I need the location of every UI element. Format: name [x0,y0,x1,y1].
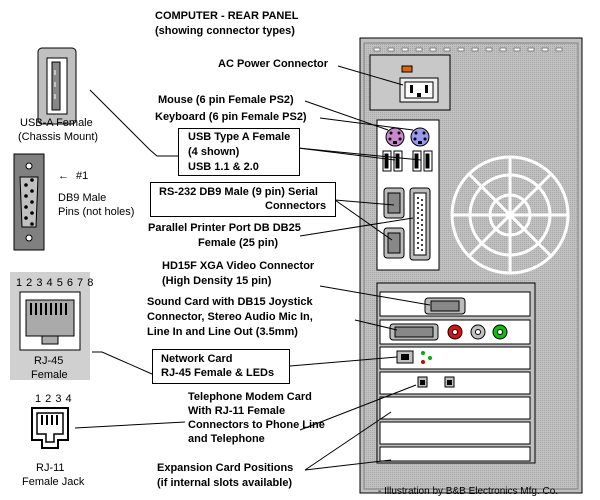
leader-lines [74,65,431,471]
label-keyboard: Keyboard (6 pin Female PS2) [155,111,307,123]
label-usb-a-line1: USB-A Female [20,117,93,129]
usb-callout-box: USB Type A Female (4 shown) USB 1.1 & 2.… [178,128,300,176]
network-rj45-port [396,350,414,364]
label-parallel-line2: Female (25 pin) [198,237,279,249]
label-sound-line3: Line In and Line Out (3.5mm) [147,326,298,338]
parallel-port [409,187,431,261]
illustration-credit: - Illustration by B&B Electronics Mfg. C… [378,486,559,497]
label-rj45-line1: RJ-45 [34,355,64,367]
label-rs232-line2: Connectors [265,200,327,212]
fan-grille [450,155,570,275]
usb-ports [382,150,433,172]
label-db9-line1: DB9 Male [58,192,107,204]
line-out-jack [492,324,508,340]
label-modem-line3: Connectors to Phone Line [188,419,325,431]
serial-port-1 [383,187,405,219]
label-usb-a-line2: (Chassis Mount) [18,131,99,143]
rj11-female-illustration [31,407,69,449]
label-network-line1: Network Card [161,353,233,365]
db9-pin1-arrow: ← [58,170,69,182]
rj11-pin-numbers: 1 2 3 4 [35,393,73,405]
label-mouse: Mouse (6 pin Female PS2) [158,94,294,106]
joystick-db15-connector [389,323,439,341]
label-network-line2: RJ-45 Female & LEDs [161,367,275,379]
label-usb-line2: (4 shown) [188,146,240,158]
db9-male-illustration [13,153,45,251]
label-modem-line4: and Telephone [188,433,265,445]
label-expansion-line2: (if internal slots available) [157,477,293,489]
label-video-line1: HD15F XGA Video Connector [162,260,315,272]
label-usb-line1: USB Type A Female [188,131,291,143]
network-leds [421,351,432,364]
subtitle: (showing connector types) [155,25,295,37]
rj45-female-illustration [10,272,90,380]
network-callout-box: Network Card RJ-45 Female & LEDs [152,349,290,384]
line-in-jack [470,324,486,340]
modem-rj11-ports [417,376,455,388]
label-usb-line3: USB 1.1 & 2.0 [188,161,259,173]
db9-pin1-label: #1 [76,170,89,182]
label-db9-line2: Pins (not holes) [58,206,135,218]
vga-connector [424,297,466,315]
serial-port-2 [383,227,405,259]
usb-a-female-illustration [37,47,77,125]
label-rs232-line1: RS-232 DB9 Male (9 pin) Serial [159,186,318,198]
label-video-line2: (High Density 15 pin) [162,275,272,287]
title: COMPUTER - REAR PANEL [155,10,299,22]
rj45-pin-numbers: 1 2 3 4 5 6 7 8 [16,277,94,289]
mouse-ps2-port [385,127,405,147]
label-sound-line2: Connector, Stereo Audio Mic In, [147,311,313,323]
label-ac-power: AC Power Connector [218,58,329,70]
label-expansion-line1: Expansion Card Positions [157,462,294,474]
rs232-callout-box: RS-232 DB9 Male (9 pin) Serial Connector… [150,182,336,217]
label-rj45-line2: Female [31,369,68,381]
label-parallel-line1: Parallel Printer Port DB DB25 [148,222,301,234]
label-sound-line1: Sound Card with DB15 Joystick [147,296,313,308]
label-modem-line2: With RJ-11 Female [188,405,286,417]
label-modem-line1: Telephone Modem Card [188,391,312,403]
keyboard-ps2-port [410,127,430,147]
ac-power-connector [399,77,439,103]
label-rj11-line1: RJ-11 [36,462,65,474]
label-rj11-line2: Female Jack [22,476,85,488]
power-supply [369,54,451,111]
mic-in-jack [447,324,463,340]
